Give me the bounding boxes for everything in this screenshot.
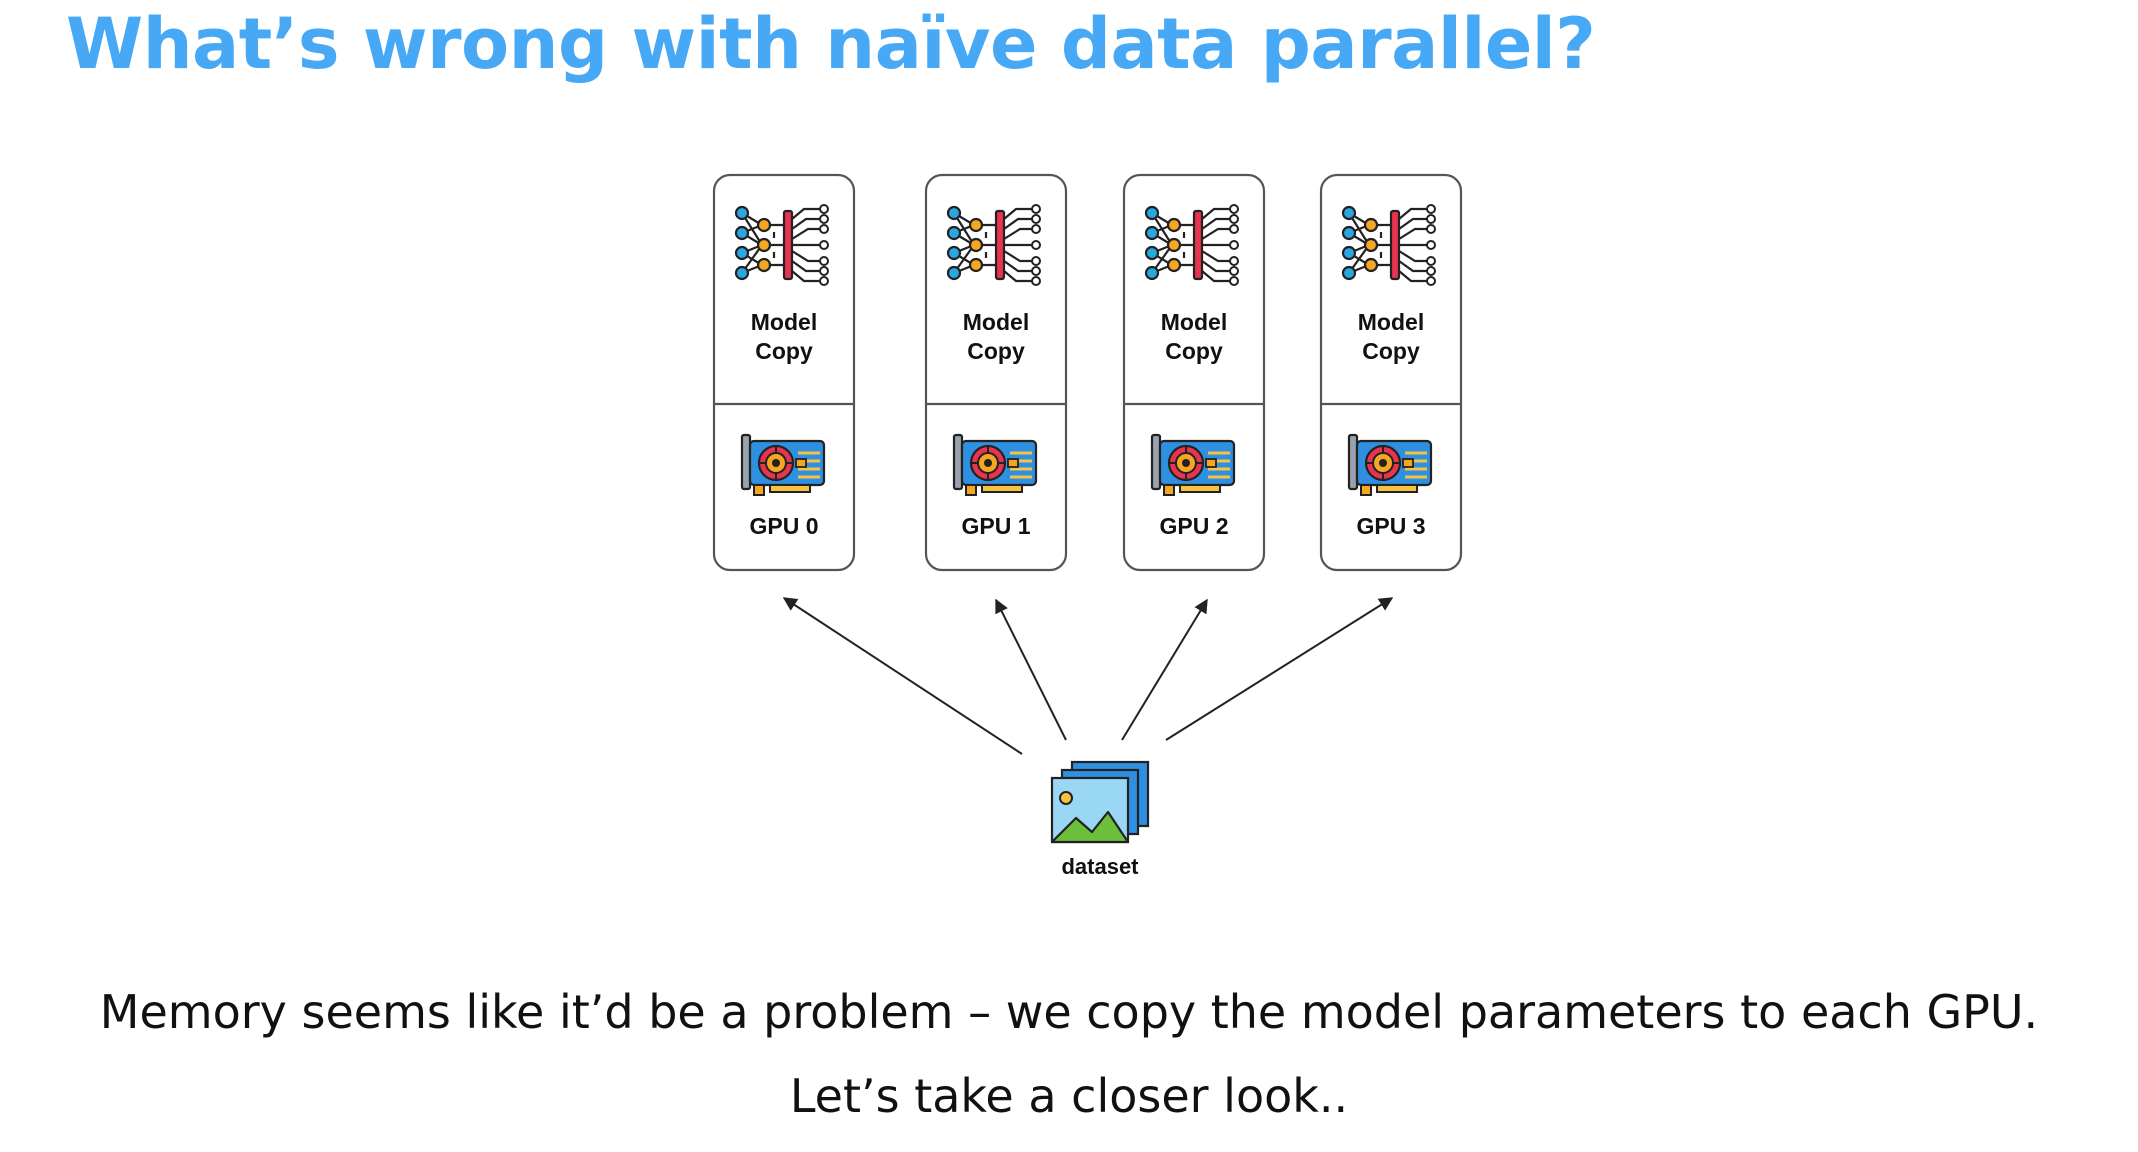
model-label-line2: Copy bbox=[1362, 338, 1420, 364]
model-label-line2: Copy bbox=[755, 338, 813, 364]
gpu-label: GPU 3 bbox=[1356, 513, 1425, 539]
device-card-gpu-2: Model Copy GPU 2 bbox=[1122, 173, 1266, 572]
graphics-card-icon bbox=[1347, 433, 1433, 497]
gpu-label: GPU 2 bbox=[1159, 513, 1228, 539]
graphics-card-icon bbox=[952, 433, 1038, 497]
model-label-line1: Model bbox=[1358, 309, 1424, 335]
device-card-gpu-0: Model Copy GPU 0 bbox=[712, 173, 856, 572]
arrow-to-gpu-0 bbox=[782, 597, 1023, 755]
model-label-line2: Copy bbox=[1165, 338, 1223, 364]
arrow-to-gpu-1 bbox=[995, 598, 1067, 741]
graphics-card-icon bbox=[1150, 433, 1236, 497]
device-card-gpu-1: Model Copy GPU 1 bbox=[924, 173, 1068, 572]
arrow-to-gpu-3 bbox=[1165, 597, 1394, 741]
arrow-to-gpu-2 bbox=[1121, 598, 1208, 741]
dataset-label: dataset bbox=[1061, 854, 1139, 879]
gpu-label: GPU 0 bbox=[749, 513, 818, 539]
device-card-gpu-3: Model Copy GPU 3 bbox=[1319, 173, 1463, 572]
model-label-line2: Copy bbox=[967, 338, 1025, 364]
graphics-card-icon bbox=[740, 433, 826, 497]
gpu-label: GPU 1 bbox=[961, 513, 1030, 539]
image-stack-icon bbox=[1050, 760, 1150, 844]
model-label-line1: Model bbox=[1161, 309, 1227, 335]
model-label-line1: Model bbox=[963, 309, 1029, 335]
caption-line-1: Memory seems like it’d be a problem – we… bbox=[99, 985, 2039, 1039]
slide-title: What’s wrong with naïve data parallel? bbox=[66, 3, 1596, 85]
caption-line-2: Let’s take a closer look.. bbox=[789, 1069, 1349, 1123]
model-label-line1: Model bbox=[751, 309, 817, 335]
